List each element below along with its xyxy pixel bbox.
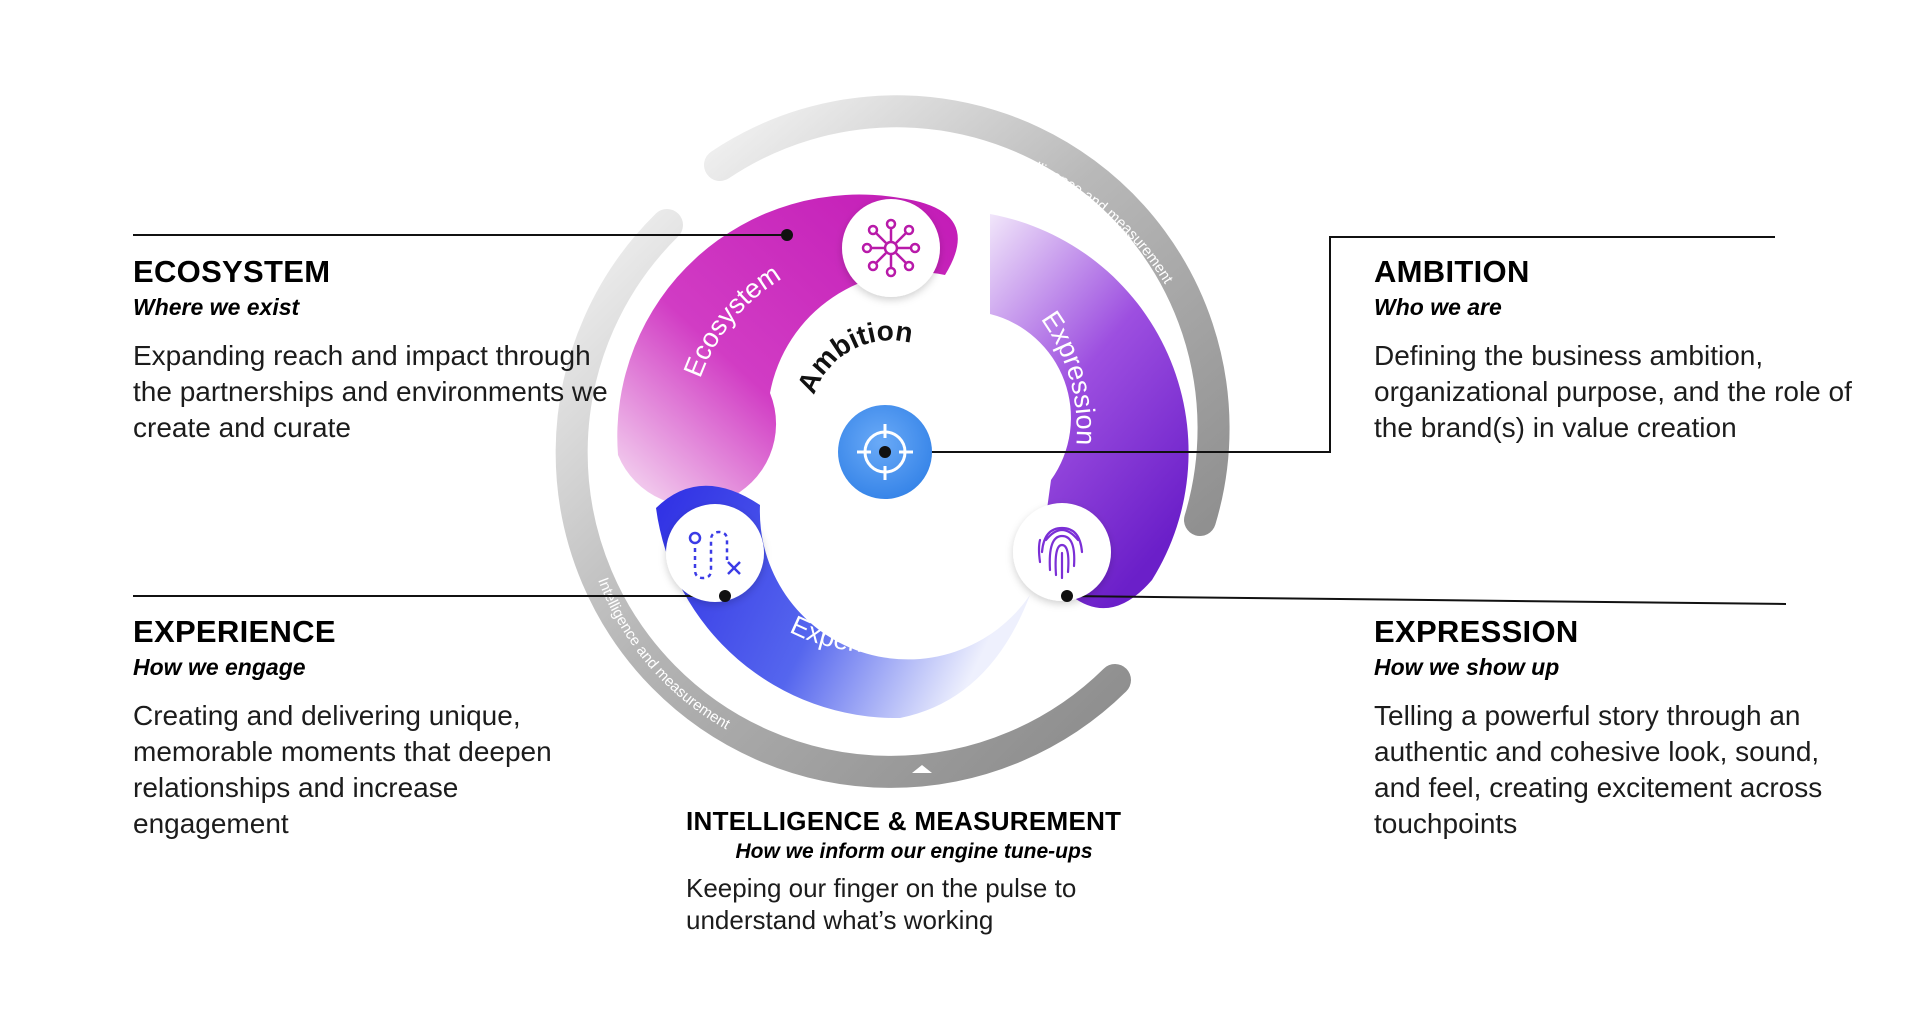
ambition-subtitle: Who we are (1374, 294, 1502, 320)
fingerprint-icon (1013, 503, 1111, 601)
connector-expression (1066, 595, 1787, 605)
expression-block: EXPRESSION How we show up Telling a powe… (1374, 614, 1854, 842)
ambition-title: AMBITION (1374, 254, 1530, 289)
ambition-block: AMBITION Who we are Defining the busines… (1374, 254, 1854, 446)
intelligence-ring (555, 95, 1230, 788)
segment-label-ambition: Ambition (791, 315, 915, 398)
target-icon (838, 405, 932, 499)
intelligence-description: Keeping our finger on the pulse to under… (686, 873, 1077, 935)
experience-block: EXPERIENCE How we engage Creating and de… (133, 614, 613, 842)
ecosystem-block: ECOSYSTEM Where we exist Expanding reach… (133, 254, 613, 446)
marker-dot-experience (719, 590, 731, 602)
intelligence-title: INTELLIGENCE & MEASUREMENT (686, 806, 1122, 836)
intelligence-subtitle: How we inform our engine tune-ups (735, 840, 1093, 863)
ecosystem-description: Expanding reach and impact through the p… (133, 340, 608, 443)
ambition-description: Defining the business ambition, organiza… (1374, 340, 1852, 443)
marker-dot-expression (1061, 590, 1073, 602)
network-icon (842, 199, 940, 297)
journey-path-icon (666, 504, 764, 602)
expression-subtitle: How we show up (1374, 654, 1560, 680)
ecosystem-subtitle: Where we exist (133, 294, 300, 320)
experience-subtitle: How we engage (133, 654, 306, 680)
marker-dot-ecosystem (781, 229, 793, 241)
experience-description: Creating and delivering unique, memorabl… (133, 700, 552, 839)
experience-title: EXPERIENCE (133, 614, 336, 649)
ring-arrow-icon (912, 765, 932, 773)
intelligence-block: INTELLIGENCE & MEASUREMENT How we inform… (686, 806, 1186, 936)
ecosystem-title: ECOSYSTEM (133, 254, 331, 289)
expression-description: Telling a powerful story through an auth… (1374, 700, 1823, 839)
expression-title: EXPRESSION (1374, 614, 1579, 649)
connector-ambition (885, 236, 1775, 453)
segment-expression (990, 214, 1189, 609)
connector-lines (133, 234, 1787, 605)
